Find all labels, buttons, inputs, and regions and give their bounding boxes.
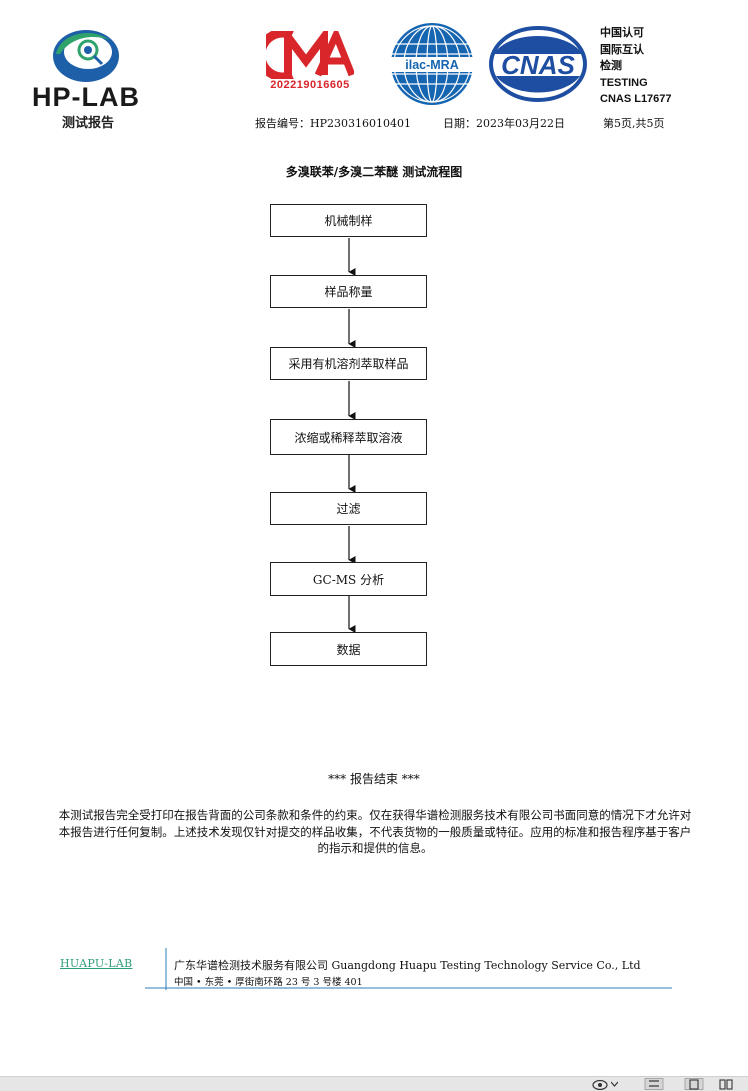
page-indicator: 第5页,共5页 xyxy=(603,117,665,130)
flow-step-weighing: 样品称量 xyxy=(270,275,427,308)
flow-step-concentration: 浓缩或稀释萃取溶液 xyxy=(270,419,427,455)
footer-brand: HUAPU-LAB xyxy=(60,957,133,970)
flow-arrows xyxy=(348,238,356,633)
viewer-bottom-toolbar xyxy=(0,1076,748,1091)
report-end-marker: *** 报告结束 *** xyxy=(328,772,420,786)
single-page-icon[interactable] xyxy=(684,1078,704,1090)
two-page-icon[interactable] xyxy=(716,1078,736,1090)
flow-step-extraction: 采用有机溶剂萃取样品 xyxy=(270,347,427,380)
cnas-line: TESTING xyxy=(600,76,648,89)
footer-company: 广东华谱检测技术服务有限公司 Guangdong Huapu Testing T… xyxy=(174,959,641,972)
ilac-mra-logo-icon: ilac-MRA xyxy=(390,23,474,105)
report-date: 日期：2023年03月22日 xyxy=(443,117,565,130)
logo-name: HP-LAB xyxy=(32,82,140,112)
cnas-line: 检测 xyxy=(600,60,622,72)
cnas-line: 国际互认 xyxy=(600,43,644,56)
cma-logo-icon xyxy=(266,31,354,79)
flow-step-gcms-analysis: GC-MS 分析 xyxy=(270,562,427,596)
fit-width-icon[interactable] xyxy=(644,1078,664,1090)
cnas-logo-icon: CNAS xyxy=(489,26,587,102)
flow-step-sample-preparation: 机械制样 xyxy=(270,204,427,237)
hp-lab-logo-icon xyxy=(53,30,119,82)
svg-text:ilac-MRA: ilac-MRA xyxy=(405,58,458,72)
document-title: 多溴联苯/多溴二苯醚 测试流程图 xyxy=(285,165,463,179)
cma-number: 202219016605 xyxy=(270,79,350,91)
footer-lines xyxy=(145,948,672,990)
svg-text:CNAS: CNAS xyxy=(501,50,575,80)
flow-step-filtration: 过滤 xyxy=(270,492,427,525)
footer-address: 中国 • 东莞 • 厚街南环路 23 号 3 号楼 401 xyxy=(174,977,363,988)
logo-subtitle: 测试报告 xyxy=(62,116,115,131)
cnas-accreditation-text: 中国认可 国际互认 检测 TESTING CNAS L17677 xyxy=(600,25,672,108)
report-number: 报告编号：HP230316010401 xyxy=(255,117,411,130)
cnas-line: 中国认可 xyxy=(600,27,644,39)
cnas-line: CNAS L17677 xyxy=(600,93,672,105)
flow-step-data: 数据 xyxy=(270,632,427,666)
eye-icon[interactable] xyxy=(592,1079,608,1090)
disclaimer-notice: 本测试报告完全受打印在报告背面的公司条款和条件的约束。仅在获得华谱检测服务技术有… xyxy=(58,808,692,855)
chevron-down-icon[interactable] xyxy=(611,1081,618,1087)
